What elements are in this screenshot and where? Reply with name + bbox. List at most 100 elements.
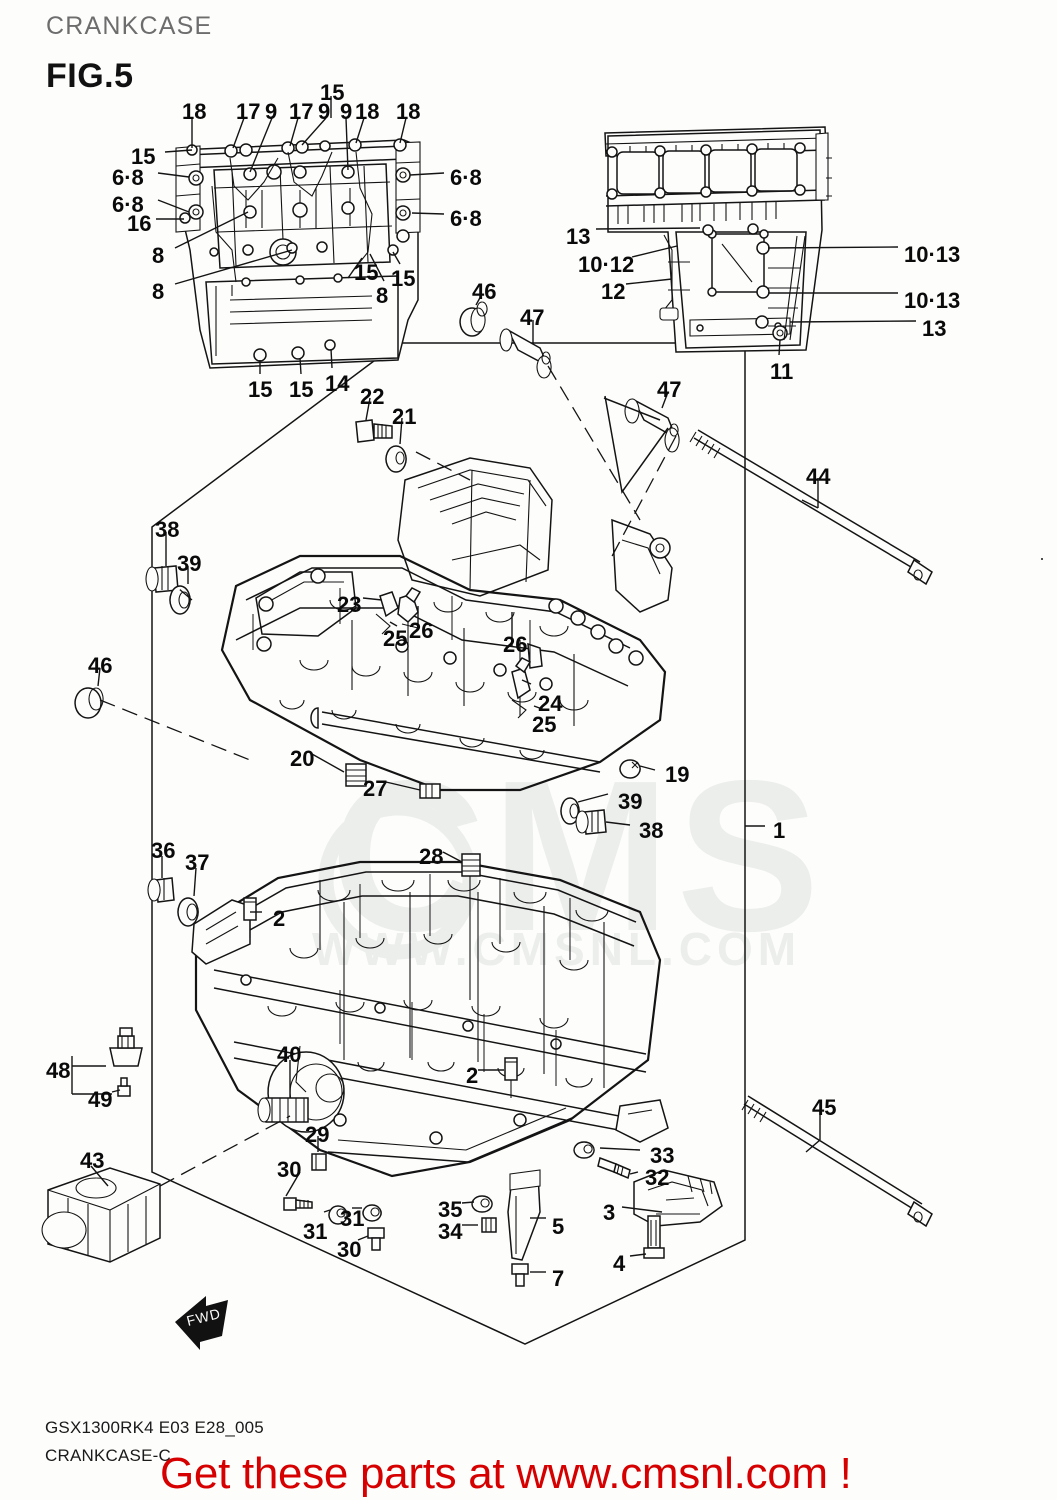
- part-callout-13[interactable]: 13: [566, 224, 591, 249]
- part-callout-49[interactable]: 49: [88, 1087, 113, 1112]
- part-31-right: [362, 1204, 382, 1222]
- part-callout-47[interactable]: 47: [657, 377, 682, 402]
- part-callout-15[interactable]: 15: [391, 266, 416, 291]
- assembly-projection-lines: [99, 365, 677, 1187]
- part-callout-24[interactable]: 24: [538, 691, 563, 716]
- part-49-screw: [117, 1077, 131, 1097]
- part-callout-48[interactable]: 48: [46, 1058, 71, 1083]
- part-callout-13[interactable]: 13: [922, 316, 947, 341]
- part-callout-15[interactable]: 15: [248, 377, 273, 402]
- part-48-switch: [109, 1027, 143, 1067]
- part-callout-8[interactable]: 8: [152, 279, 165, 304]
- part-callout-6-8[interactable]: 6·8: [112, 192, 144, 217]
- part-callout-27[interactable]: 27: [363, 776, 388, 801]
- part-callout-17[interactable]: 17: [289, 99, 314, 124]
- part-27-fitting: [419, 783, 441, 799]
- part-callout-6-8[interactable]: 6·8: [450, 206, 482, 231]
- part-callout-30[interactable]: 30: [337, 1237, 362, 1262]
- part-callout-9[interactable]: 9: [265, 99, 278, 124]
- part-callout-26[interactable]: 26: [503, 632, 528, 657]
- part-22-bolt: [355, 419, 393, 443]
- part-callout-12[interactable]: 12: [601, 279, 626, 304]
- part-callout-46[interactable]: 46: [88, 653, 113, 678]
- part-callout-10-13[interactable]: 10·13: [904, 242, 961, 267]
- leader-lines: [71, 96, 917, 1273]
- part-callout-2[interactable]: 2: [273, 906, 286, 931]
- part-callout-9[interactable]: 9: [318, 99, 331, 124]
- part-callout-37[interactable]: 37: [185, 850, 210, 875]
- part-43-oil-filter: [41, 1167, 161, 1263]
- part-callout-29[interactable]: 29: [305, 1122, 330, 1147]
- part-callout-39[interactable]: 39: [618, 789, 643, 814]
- part-callout-15[interactable]: 15: [289, 377, 314, 402]
- part-callout-19[interactable]: 19: [665, 762, 690, 787]
- part-callout-46[interactable]: 46: [472, 279, 497, 304]
- part-callout-9[interactable]: 9: [340, 99, 353, 124]
- part-callout-35[interactable]: 35: [438, 1197, 463, 1222]
- part-callout-1[interactable]: 1: [773, 818, 786, 843]
- part-46-left: [74, 687, 104, 719]
- part-4-bolt: [643, 1215, 665, 1259]
- part-callout-28[interactable]: 28: [419, 844, 444, 869]
- part-47-lower: [624, 398, 680, 453]
- part-callout-33[interactable]: 33: [650, 1143, 675, 1168]
- part-38-lower: [575, 809, 607, 835]
- upper-right-crankcase-detail: [604, 126, 832, 353]
- part-callout-8[interactable]: 8: [376, 283, 389, 308]
- part-callout-31[interactable]: 31: [303, 1219, 328, 1244]
- part-callout-11[interactable]: 11: [770, 359, 794, 384]
- part-callout-20[interactable]: 20: [290, 746, 315, 771]
- part-callout-15[interactable]: 15: [354, 260, 379, 285]
- part-44-long-bolt: [689, 429, 933, 586]
- part-callout-15[interactable]: 15: [131, 144, 156, 169]
- part-callout-44[interactable]: 44: [806, 464, 831, 489]
- part-47-upper: [499, 328, 552, 379]
- part-callout-26[interactable]: 26: [409, 618, 434, 643]
- part-callout-25[interactable]: 25: [532, 712, 557, 737]
- part-32-bolt: [597, 1157, 631, 1180]
- part-callout-23[interactable]: 23: [337, 592, 362, 617]
- part-7-bolt: [511, 1263, 529, 1287]
- part-callout-18[interactable]: 18: [396, 99, 421, 124]
- part-callout-6-8[interactable]: 6·8: [112, 165, 144, 190]
- part-callout-15[interactable]: 15: [320, 80, 345, 105]
- part-callout-2[interactable]: 2: [466, 1063, 479, 1088]
- part-38-upper: [145, 565, 179, 593]
- part-callout-3[interactable]: 3: [603, 1200, 616, 1225]
- part-callout-25[interactable]: 25: [383, 626, 408, 651]
- part-callout-17[interactable]: 17: [236, 99, 261, 124]
- part-callout-10-13[interactable]: 10·13: [904, 288, 961, 313]
- part-callout-10-12[interactable]: 10·12: [578, 252, 635, 277]
- part-callout-16[interactable]: 16: [127, 211, 152, 236]
- loose-parts: [41, 301, 933, 1287]
- part-callout-38[interactable]: 38: [639, 818, 664, 843]
- part-callout-30[interactable]: 30: [277, 1157, 302, 1182]
- part-3-baffle: [633, 1169, 723, 1227]
- part-callout-14[interactable]: 14: [325, 371, 350, 396]
- part-callout-38[interactable]: 38: [155, 517, 180, 542]
- part-callout-4[interactable]: 4: [613, 1251, 626, 1276]
- part-callout-43[interactable]: 43: [80, 1148, 105, 1173]
- part-callout-40[interactable]: 40: [277, 1042, 302, 1067]
- part-callout-8[interactable]: 8: [152, 243, 165, 268]
- figure-number: FIG.5: [46, 57, 134, 95]
- part-callout-18[interactable]: 18: [355, 99, 380, 124]
- part-callout-5[interactable]: 5: [552, 1214, 565, 1239]
- page-title: CRANKCASE: [46, 12, 213, 40]
- part-callout-6-8[interactable]: 6·8: [450, 165, 482, 190]
- part-46-upper: [459, 301, 488, 337]
- part-19-fitting: [619, 759, 641, 779]
- part-callout-32[interactable]: 32: [645, 1165, 670, 1190]
- part-39-lower: [560, 797, 580, 825]
- part-callout-31[interactable]: 31: [340, 1206, 365, 1231]
- part-callout-34[interactable]: 34: [438, 1219, 463, 1244]
- part-callout-39[interactable]: 39: [177, 551, 202, 576]
- footer-promo-text: Get these parts at www.cmsnl.com !: [160, 1449, 852, 1498]
- part-callout-18[interactable]: 18: [182, 99, 207, 124]
- part-callout-36[interactable]: 36: [151, 838, 176, 863]
- part-callout-21[interactable]: 21: [392, 404, 417, 429]
- part-callout-22[interactable]: 22: [360, 384, 385, 409]
- part-callout-47[interactable]: 47: [520, 305, 545, 330]
- part-callout-45[interactable]: 45: [812, 1095, 837, 1120]
- part-callout-7[interactable]: 7: [552, 1266, 565, 1291]
